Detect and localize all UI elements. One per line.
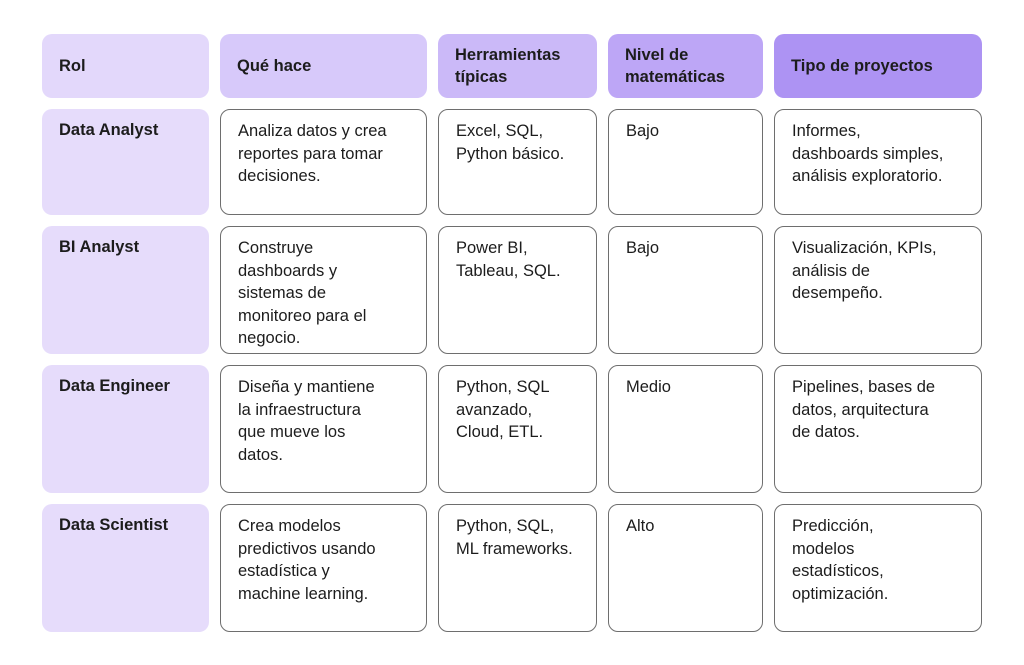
- cell-what: Analiza datos y crea reportes para tomar…: [220, 109, 427, 215]
- cell-projects: Predicción, modelos estadísticos, optimi…: [774, 504, 982, 632]
- cell-text: Alto: [626, 517, 655, 535]
- cell-text: Visualización, KPIs, análisis de desempe…: [792, 239, 937, 302]
- role-cell-data-scientist: Data Scientist: [42, 504, 209, 632]
- role-label: Data Scientist: [59, 516, 169, 534]
- cell-math-level: Alto: [608, 504, 763, 632]
- cell-text: Excel, SQL, Python básico.: [456, 122, 565, 163]
- cell-text: Python, SQL, ML frameworks.: [456, 517, 573, 558]
- cell-projects: Informes, dashboards simples, análisis e…: [774, 109, 982, 215]
- cell-math-level: Bajo: [608, 226, 763, 354]
- cell-text: Diseña y mantiene la infraestructura que…: [238, 378, 375, 464]
- cell-text: Informes, dashboards simples, análisis e…: [792, 122, 944, 185]
- cell-what: Construye dashboards y sistemas de monit…: [220, 226, 427, 354]
- cell-text: Construye dashboards y sistemas de monit…: [238, 239, 367, 347]
- header-label: Tipo de proyectos: [791, 57, 933, 75]
- cell-tools: Python, SQL avanzado, Cloud, ETL.: [438, 365, 597, 493]
- header-label: Herramientas típicas: [455, 46, 561, 86]
- header-tipo-proyectos: Tipo de proyectos: [774, 34, 982, 98]
- role-label: Data Engineer: [59, 377, 170, 395]
- role-label: BI Analyst: [59, 238, 140, 256]
- cell-tools: Power BI, Tableau, SQL.: [438, 226, 597, 354]
- cell-text: Python, SQL avanzado, Cloud, ETL.: [456, 378, 550, 441]
- role-cell-data-analyst: Data Analyst: [42, 109, 209, 215]
- cell-what: Crea modelos predictivos usando estadíst…: [220, 504, 427, 632]
- header-rol: Rol: [42, 34, 209, 98]
- cell-projects: Visualización, KPIs, análisis de desempe…: [774, 226, 982, 354]
- cell-text: Predicción, modelos estadísticos, optimi…: [792, 517, 889, 603]
- cell-text: Medio: [626, 378, 671, 396]
- header-que-hace: Qué hace: [220, 34, 427, 98]
- header-nivel-matematicas: Nivel de matemáticas: [608, 34, 763, 98]
- role-cell-bi-analyst: BI Analyst: [42, 226, 209, 354]
- cell-text: Pipelines, bases de datos, arquitectura …: [792, 378, 936, 441]
- role-label: Data Analyst: [59, 121, 159, 139]
- cell-text: Crea modelos predictivos usando estadíst…: [238, 517, 376, 603]
- cell-what: Diseña y mantiene la infraestructura que…: [220, 365, 427, 493]
- cell-text: Bajo: [626, 122, 660, 140]
- header-label: Rol: [59, 57, 86, 75]
- cell-text: Analiza datos y crea reportes para tomar…: [238, 122, 387, 185]
- cell-math-level: Medio: [608, 365, 763, 493]
- header-label: Nivel de matemáticas: [625, 46, 725, 86]
- cell-tools: Excel, SQL, Python básico.: [438, 109, 597, 215]
- cell-tools: Python, SQL, ML frameworks.: [438, 504, 597, 632]
- header-label: Qué hace: [237, 57, 312, 75]
- cell-text: Bajo: [626, 239, 660, 257]
- cell-text: Power BI, Tableau, SQL.: [456, 239, 561, 280]
- header-herramientas: Herramientas típicas: [438, 34, 597, 98]
- cell-math-level: Bajo: [608, 109, 763, 215]
- cell-projects: Pipelines, bases de datos, arquitectura …: [774, 365, 982, 493]
- role-cell-data-engineer: Data Engineer: [42, 365, 209, 493]
